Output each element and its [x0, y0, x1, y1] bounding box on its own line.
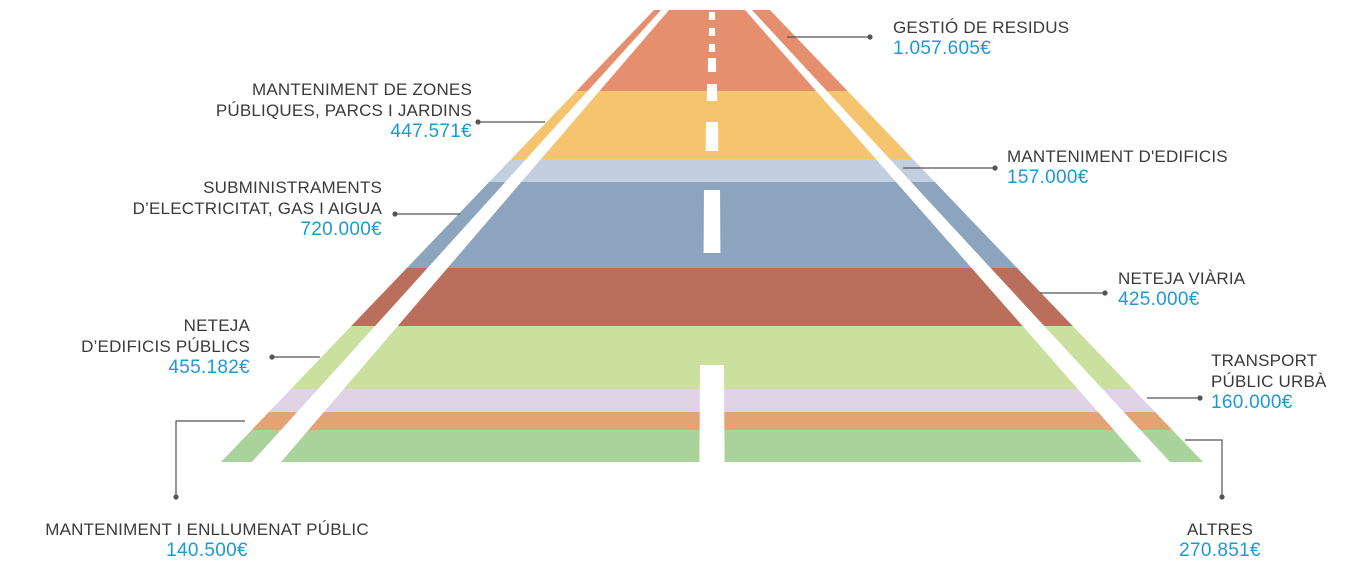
- label-subministraments-value: 720.000€: [300, 219, 382, 240]
- label-transport-public-line-1: TRANSPORT: [1211, 351, 1318, 370]
- label-zones-publiques-value: 447.571€: [390, 121, 472, 142]
- label-altres-line-1: ALTRES: [1186, 520, 1254, 539]
- label-zones-publiques-line-2: PÚBLIQUES, PARCS I JARDINS: [215, 101, 472, 120]
- label-enllumenat-public-line-1: MANTENIMENT I ENLLUMENAT PÚBLIC: [45, 520, 369, 539]
- label-zones-publiques-line-1: MANTENIMENT DE ZONES: [252, 80, 472, 99]
- leader-dot-7: [1197, 395, 1203, 401]
- leader-dot-9: [1219, 494, 1225, 500]
- label-gestio-residus: GESTIÓ DE RESIDUS 1.057.605€: [893, 17, 1069, 59]
- center-dash-2: [708, 28, 716, 36]
- road-left-edge-line: [252, 10, 669, 462]
- label-gestio-residus-value: 1.057.605€: [893, 38, 992, 59]
- center-dash-3: [708, 44, 716, 52]
- leader-dot-3: [992, 165, 998, 171]
- label-neteja-edificis-line-1: NETEJA: [183, 316, 250, 335]
- label-neteja-edificis: NETEJA D’EDIFICIS PÚBLICS 455.182€: [81, 315, 250, 378]
- label-transport-public-line-2: PÚBLIC URBÀ: [1211, 372, 1327, 391]
- label-subministraments: SUBMINISTRAMENTS D’ELECTRICITAT, GAS I A…: [133, 177, 382, 240]
- label-enllumenat-public-value: 140.500€: [166, 540, 248, 561]
- label-manteniment-edificis-line-1: MANTENIMENT D'EDIFICIS: [1007, 147, 1228, 166]
- label-manteniment-edificis-value: 157.000€: [1007, 167, 1089, 188]
- leader-line-9: [1185, 439, 1223, 497]
- center-dash-8: [699, 365, 725, 462]
- leader-dot-5: [1102, 290, 1108, 296]
- leader-dot-4: [392, 211, 398, 217]
- road-band-3: [489, 159, 935, 182]
- label-altres: ALTRES 270.851€: [1150, 519, 1290, 561]
- center-dash-6: [705, 122, 719, 151]
- leader-dot-2: [475, 119, 481, 125]
- label-transport-public: TRANSPORT PÚBLIC URBÀ 160.000€: [1211, 350, 1327, 413]
- leader-dot-1: [867, 34, 873, 40]
- road-band-6: [290, 326, 1134, 389]
- leader-dot-8: [173, 494, 179, 500]
- label-enllumenat-public: MANTENIMENT I ENLLUMENAT PÚBLIC 140.500€: [7, 519, 407, 561]
- leader-line-8: [175, 420, 245, 497]
- label-neteja-edificis-line-2: D’EDIFICIS PÚBLICS: [81, 337, 250, 356]
- label-manteniment-edificis: MANTENIMENT D'EDIFICIS 157.000€: [1007, 146, 1228, 188]
- center-dash-5: [706, 84, 718, 101]
- label-neteja-viaria-value: 425.000€: [1118, 289, 1200, 310]
- label-subministraments-line-1: SUBMINISTRAMENTS: [203, 178, 382, 197]
- label-transport-public-value: 160.000€: [1211, 392, 1293, 413]
- center-dash-7: [703, 190, 721, 253]
- leader-dot-6: [269, 354, 275, 360]
- label-subministraments-line-2: D’ELECTRICITAT, GAS I AIGUA: [132, 199, 382, 218]
- center-dash-4: [707, 58, 717, 72]
- label-neteja-viaria: NETEJA VIÀRIA 425.000€: [1118, 268, 1245, 310]
- road-band-5: [351, 268, 1073, 326]
- label-zones-publiques: MANTENIMENT DE ZONES PÚBLIQUES, PARCS I …: [216, 79, 472, 142]
- label-neteja-edificis-value: 455.182€: [168, 357, 250, 378]
- label-neteja-viaria-line-1: NETEJA VIÀRIA: [1118, 269, 1246, 288]
- label-gestio-residus-line-1: GESTIÓ DE RESIDUS: [893, 18, 1070, 37]
- center-dash-1: [708, 12, 716, 20]
- label-altres-value: 270.851€: [1179, 540, 1261, 561]
- road-right-edge-line: [745, 10, 1170, 462]
